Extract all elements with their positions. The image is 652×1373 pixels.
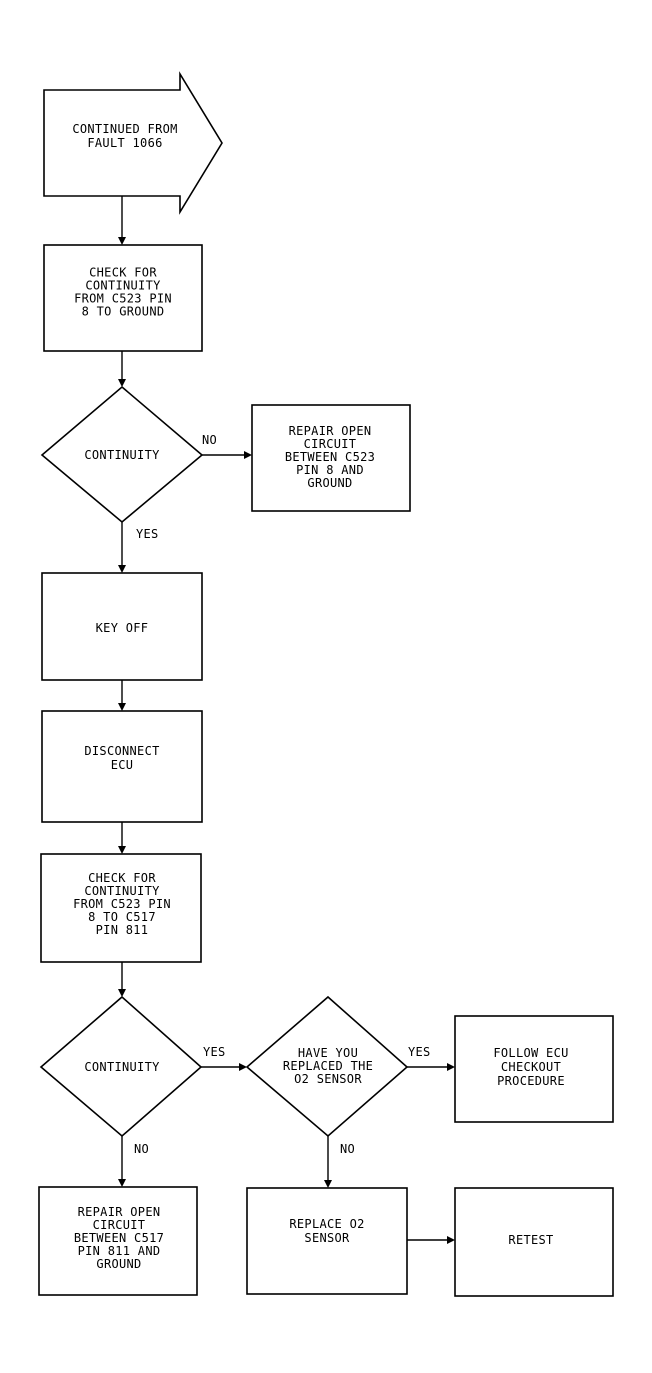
arrow-head: [118, 379, 126, 387]
node-text-line: 8 TO GROUND: [82, 305, 165, 319]
node-text-line: GROUND: [307, 476, 352, 490]
node-text-line: PIN 811 AND: [78, 1244, 161, 1258]
arrow-head: [118, 846, 126, 854]
node-text-line: GROUND: [96, 1257, 141, 1271]
node-decision-continuity: CONTINUITY: [40, 385, 204, 524]
svg-text:RETEST: RETEST: [508, 1233, 553, 1247]
edge-label-yes: YES: [408, 1045, 431, 1059]
node-text-line: FROM C523 PIN: [74, 292, 172, 306]
arrow-head: [447, 1063, 455, 1071]
node-text-line: CHECKOUT: [501, 1060, 561, 1074]
node-text-line: RETEST: [508, 1233, 553, 1247]
arrow-head: [118, 989, 126, 997]
arrow-head: [324, 1180, 332, 1188]
svg-text:CONTINUITY: CONTINUITY: [84, 448, 160, 462]
node-text-line: CONTINUITY: [84, 1060, 160, 1074]
node-text-line: FROM C523 PIN: [73, 897, 171, 911]
node-text-line: PROCEDURE: [497, 1074, 565, 1088]
node-text-line: CONTINUITY: [85, 279, 161, 293]
node-text-line: PIN 811: [96, 923, 149, 937]
edge-label-yes: YES: [136, 527, 159, 541]
node-retest: RETEST: [454, 1187, 614, 1297]
node-text-line: REPLACED THE: [283, 1059, 373, 1073]
node-text-line: PIN 8 AND: [296, 463, 364, 477]
connectors: [118, 196, 455, 1244]
node-text-line: BETWEEN C517: [74, 1231, 164, 1245]
node-text-line: 8 TO C517: [88, 910, 156, 924]
node-text-line: BETWEEN C523: [285, 450, 375, 464]
node-text-line: REPAIR OPEN: [289, 424, 372, 438]
edge-label-yes: YES: [203, 1045, 226, 1059]
node-text-line: REPAIR OPEN: [78, 1205, 161, 1219]
node-text-line: ECU: [111, 758, 134, 772]
arrow-head: [447, 1236, 455, 1244]
node-text-line: REPLACE O2: [289, 1217, 364, 1231]
arrow-head: [239, 1063, 247, 1071]
node-text-line: CIRCUIT: [93, 1218, 146, 1232]
node-text-line: O2 SENSOR: [294, 1072, 362, 1086]
arrow-head: [118, 703, 126, 711]
svg-text:CONTINUITY: CONTINUITY: [84, 1060, 160, 1074]
node-text-line: FOLLOW ECU: [493, 1046, 568, 1060]
node-text-line: FAULT 1066: [87, 136, 162, 150]
node-text-line: HAVE YOU: [298, 1046, 358, 1060]
edge-label-no: NO: [340, 1142, 355, 1156]
node-text-line: CHECK FOR: [88, 871, 156, 885]
node-text-line: SENSOR: [304, 1231, 350, 1245]
svg-text:KEY OFF: KEY OFF: [96, 621, 149, 635]
node-text-line: CIRCUIT: [304, 437, 357, 451]
node-text-line: CONTINUITY: [84, 884, 160, 898]
arrow-head: [118, 1179, 126, 1187]
node-text-line: CONTINUED FROM: [72, 122, 177, 136]
arrow-head: [118, 237, 126, 245]
node-text-line: CHECK FOR: [89, 266, 157, 280]
node-key-off: KEY OFF: [41, 572, 203, 681]
node-text-line: DISCONNECT: [84, 744, 159, 758]
arrow-head: [118, 565, 126, 573]
edge-label-no: NO: [202, 433, 217, 447]
node-decision-continuity-2: CONTINUITY: [39, 995, 203, 1138]
node-text-line: CONTINUITY: [84, 448, 160, 462]
edge-label-no: NO: [134, 1142, 149, 1156]
node-text-line: KEY OFF: [96, 621, 149, 635]
arrow-head: [244, 451, 252, 459]
